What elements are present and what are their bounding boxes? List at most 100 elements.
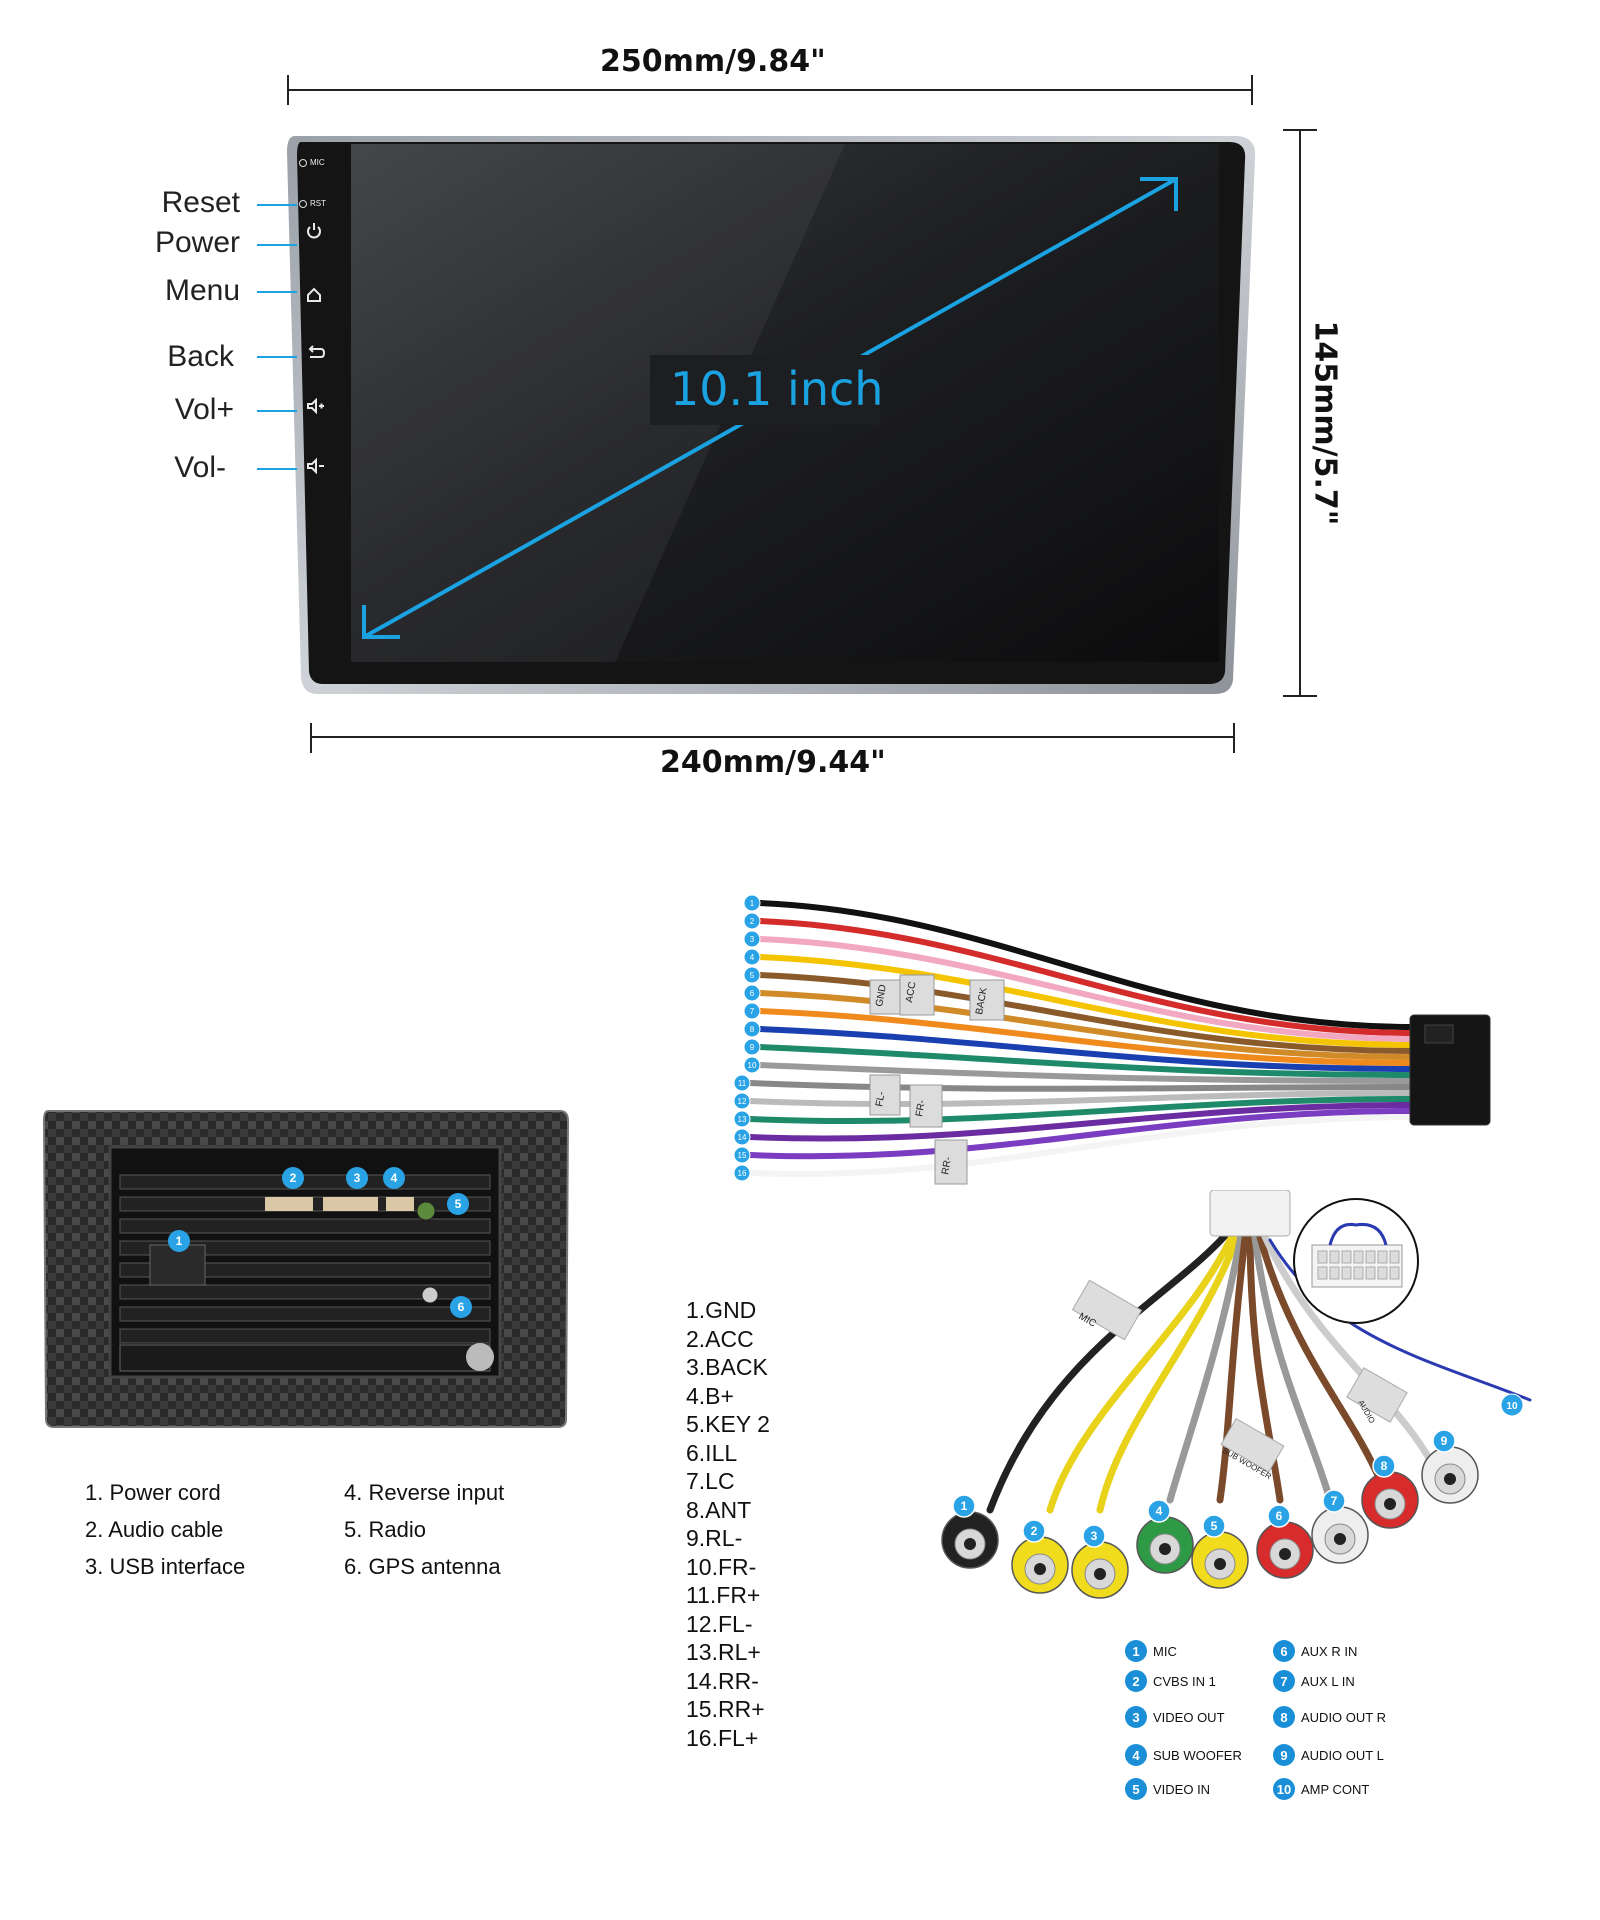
pin-item: 14.RR-	[686, 1667, 759, 1694]
rca-number-badge	[952, 1494, 976, 1518]
rca-number-text: 3	[1091, 1529, 1098, 1543]
rear-legend-right: 4. Reverse input 5. Radio 6. GPS antenna	[344, 1474, 504, 1585]
harness-wire	[757, 936, 1415, 1042]
back-arrow-icon	[308, 345, 326, 358]
harness-wire	[747, 1114, 1415, 1178]
harness-wire	[747, 1080, 1415, 1092]
rca-tag	[1346, 1367, 1408, 1423]
rca-plug-hole	[1279, 1548, 1291, 1560]
rca-number-text: 4	[1156, 1504, 1163, 1518]
wire-number-badge	[743, 1056, 761, 1074]
rca-tag	[1071, 1279, 1143, 1341]
wire-number-text: 12	[738, 1097, 747, 1106]
rca-plug-hole	[1384, 1498, 1396, 1510]
rca-plug-hole	[1334, 1533, 1346, 1545]
wire-number-badge	[743, 912, 761, 930]
wire-number-badge	[733, 1092, 751, 1110]
wire-number-text: 16	[738, 1169, 747, 1178]
rear-badge-4: 4	[383, 1167, 405, 1189]
harness-wire	[747, 1102, 1415, 1142]
wire-number-text: 8	[750, 1025, 755, 1034]
rca-plug-hole	[1214, 1558, 1226, 1570]
connector-zoom-inset	[1293, 1198, 1419, 1324]
screen-size-label: 10.1 inch	[670, 362, 884, 416]
rear-badge-6: 6	[450, 1296, 472, 1318]
top-width-label: 250mm/9.84"	[600, 44, 826, 79]
wire-tag-text: FL-	[874, 1091, 887, 1108]
top-dimension-line	[287, 75, 1253, 105]
rear-legend-item: 6. GPS antenna	[344, 1554, 501, 1579]
rca-number-text: 7	[1331, 1494, 1338, 1508]
wire-number-badge	[743, 1038, 761, 1056]
power-label: Power	[154, 226, 240, 259]
pin-item: 12.FL-	[686, 1610, 753, 1637]
wire-number-badge	[743, 966, 761, 984]
pin-item: 11.FR+	[686, 1582, 761, 1608]
wire-tag-text: ACC	[904, 981, 919, 1004]
wire-tag-text: GND	[874, 984, 889, 1008]
pin-item: 3.BACK	[686, 1354, 768, 1380]
pin-item: 9.RL-	[686, 1525, 743, 1551]
wire-number-badge	[733, 1164, 751, 1182]
wire-tag-text: FR-	[914, 1099, 928, 1117]
harness-wire	[757, 990, 1415, 1060]
rca-number-badge	[1322, 1489, 1346, 1513]
rear-badge-3: 3	[346, 1167, 368, 1189]
rca-number-badge	[1372, 1454, 1396, 1478]
wire-number-text: 11	[738, 1079, 747, 1088]
harness-wire	[757, 1026, 1415, 1072]
wire-number-text: 5	[750, 971, 755, 980]
pin-item: 16.FL+	[686, 1724, 759, 1751]
rear-badge-1: 1	[168, 1230, 190, 1252]
wire-number-text: 14	[738, 1133, 747, 1142]
harness-wire	[757, 1062, 1415, 1084]
rear-legend-left: 1. Power cord 2. Audio cable 3. USB inte…	[85, 1474, 245, 1585]
harness-wire	[757, 954, 1415, 1048]
volume-up-icon	[307, 397, 324, 415]
rca-number-badge	[1432, 1429, 1456, 1453]
legend-number-badge: 8	[1273, 1706, 1295, 1728]
wire-number-text: 6	[750, 989, 755, 998]
harness-wire	[757, 1008, 1415, 1066]
pin-item: 15.RR+	[686, 1696, 765, 1722]
harness-wire	[757, 900, 1415, 1030]
harness-wire	[757, 1044, 1415, 1078]
rca-plug-hole	[1159, 1543, 1171, 1555]
side-button-leaders	[257, 204, 297, 470]
side-button-icons	[307, 223, 326, 475]
home-icon	[307, 287, 321, 302]
pin-item: 1.GND	[686, 1297, 757, 1323]
harness-wire	[757, 972, 1415, 1054]
wire-tag	[869, 1074, 901, 1116]
wire-tag	[899, 974, 935, 1016]
rca-number-badge	[1500, 1393, 1524, 1417]
bottom-dimension-line	[310, 723, 1235, 753]
harness-wire	[757, 918, 1415, 1036]
rca-tag	[1220, 1417, 1285, 1473]
wire-number-text: 13	[738, 1115, 747, 1124]
rear-panel-image	[42, 1110, 570, 1428]
wire-number-text: 3	[750, 935, 755, 944]
wire-tag-text: RR-	[940, 1156, 954, 1175]
bottom-width-label: 240mm/9.44"	[660, 745, 886, 780]
rear-legend-item: 4. Reverse input	[344, 1480, 505, 1505]
pin-item: 13.RL+	[686, 1639, 761, 1665]
pin-list: 1.GND 2.ACC 3.BACK 4.B+ 5.KEY 2 6.ILL 7.…	[686, 1296, 770, 1752]
vol-down-label: Vol-	[174, 451, 226, 484]
legend-number-badge: 5	[1125, 1778, 1147, 1800]
wire-tag	[934, 1139, 968, 1185]
pin-item: 6.ILL	[686, 1439, 738, 1466]
harness-wire	[747, 1096, 1415, 1125]
wire-number-badge	[743, 930, 761, 948]
rca-plug-hole	[1034, 1563, 1046, 1575]
pin-item: 8.ANT	[686, 1496, 752, 1523]
rca-number-text: 10	[1506, 1401, 1518, 1412]
legend-number-badge: 7	[1273, 1670, 1295, 1692]
rear-legend-item: 1. Power cord	[85, 1480, 221, 1505]
